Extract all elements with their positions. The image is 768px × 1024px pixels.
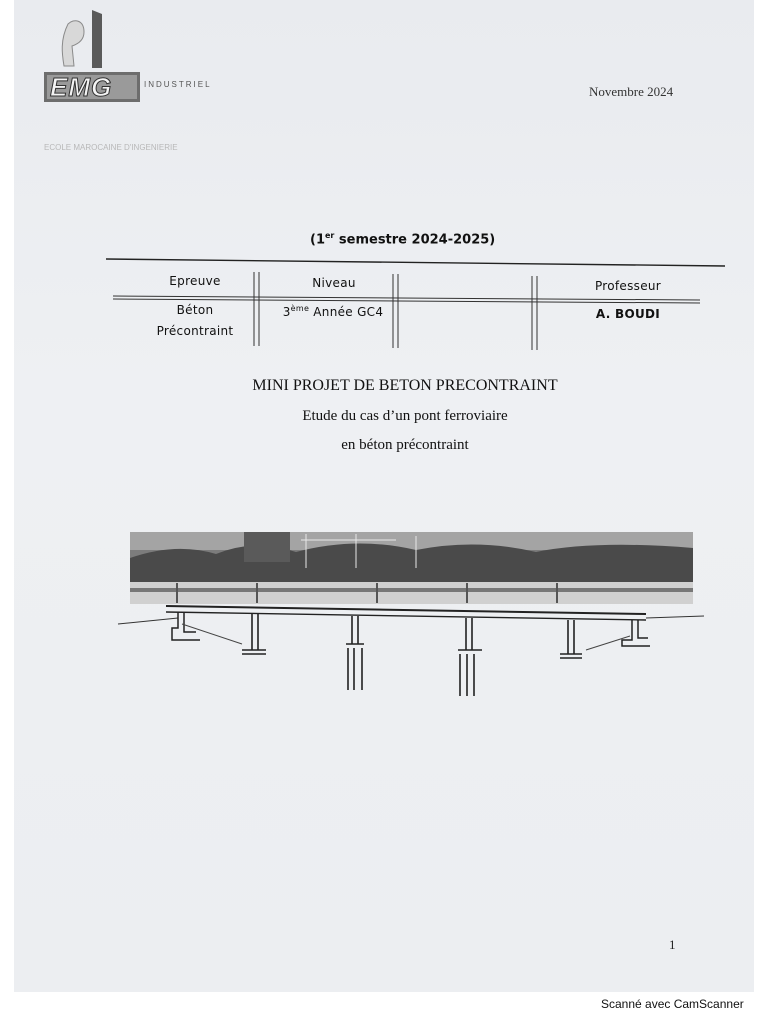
- railway-bridge-illustration: [117, 532, 705, 696]
- value-professeur: A. BOUDI: [595, 307, 661, 321]
- page-number: 1: [669, 937, 676, 952]
- logo-suffix: INDUSTRIEL: [144, 80, 212, 89]
- logo-faint-line-3: ECOLE MAROCAINE D'INGENIERIE: [44, 143, 178, 152]
- document-subtitle-2: en béton précontraint: [341, 437, 469, 453]
- logo-emblem-icon: [44, 10, 140, 102]
- logo-letters: EMG: [49, 72, 113, 103]
- header-professeur: Professeur: [594, 279, 662, 293]
- semester-sup: er: [325, 231, 335, 240]
- document-date: Novembre 2024: [589, 84, 674, 99]
- scanned-page: [14, 0, 754, 992]
- value-epreuve-line2: Précontraint: [156, 324, 234, 338]
- niveau-rest: Année GC4: [309, 305, 384, 319]
- document-subtitle-1: Etude du cas d’un pont ferroviaire: [302, 408, 508, 424]
- niveau-prefix: 3: [282, 305, 291, 319]
- niveau-sup: ème: [290, 304, 310, 313]
- header-epreuve: Epreuve: [169, 274, 221, 288]
- semester-label: (1er semestre 2024-2025): [310, 231, 495, 247]
- scan-watermark: Scanné avec CamScanner: [601, 997, 744, 1011]
- value-niveau: 3ème Année GC4: [268, 304, 398, 319]
- value-epreuve-line1: Béton: [176, 303, 214, 317]
- emg-logo: EMG INDUSTRIEL ECOLE MAROCAINE D'INGENIE…: [44, 10, 214, 152]
- info-table-grid: [105, 258, 726, 350]
- semester-rest: semestre 2024-2025): [334, 232, 496, 248]
- semester-open: (1: [310, 232, 325, 248]
- header-niveau: Niveau: [312, 276, 356, 290]
- document-title: MINI PROJET DE BETON PRECONTRAINT: [252, 377, 558, 394]
